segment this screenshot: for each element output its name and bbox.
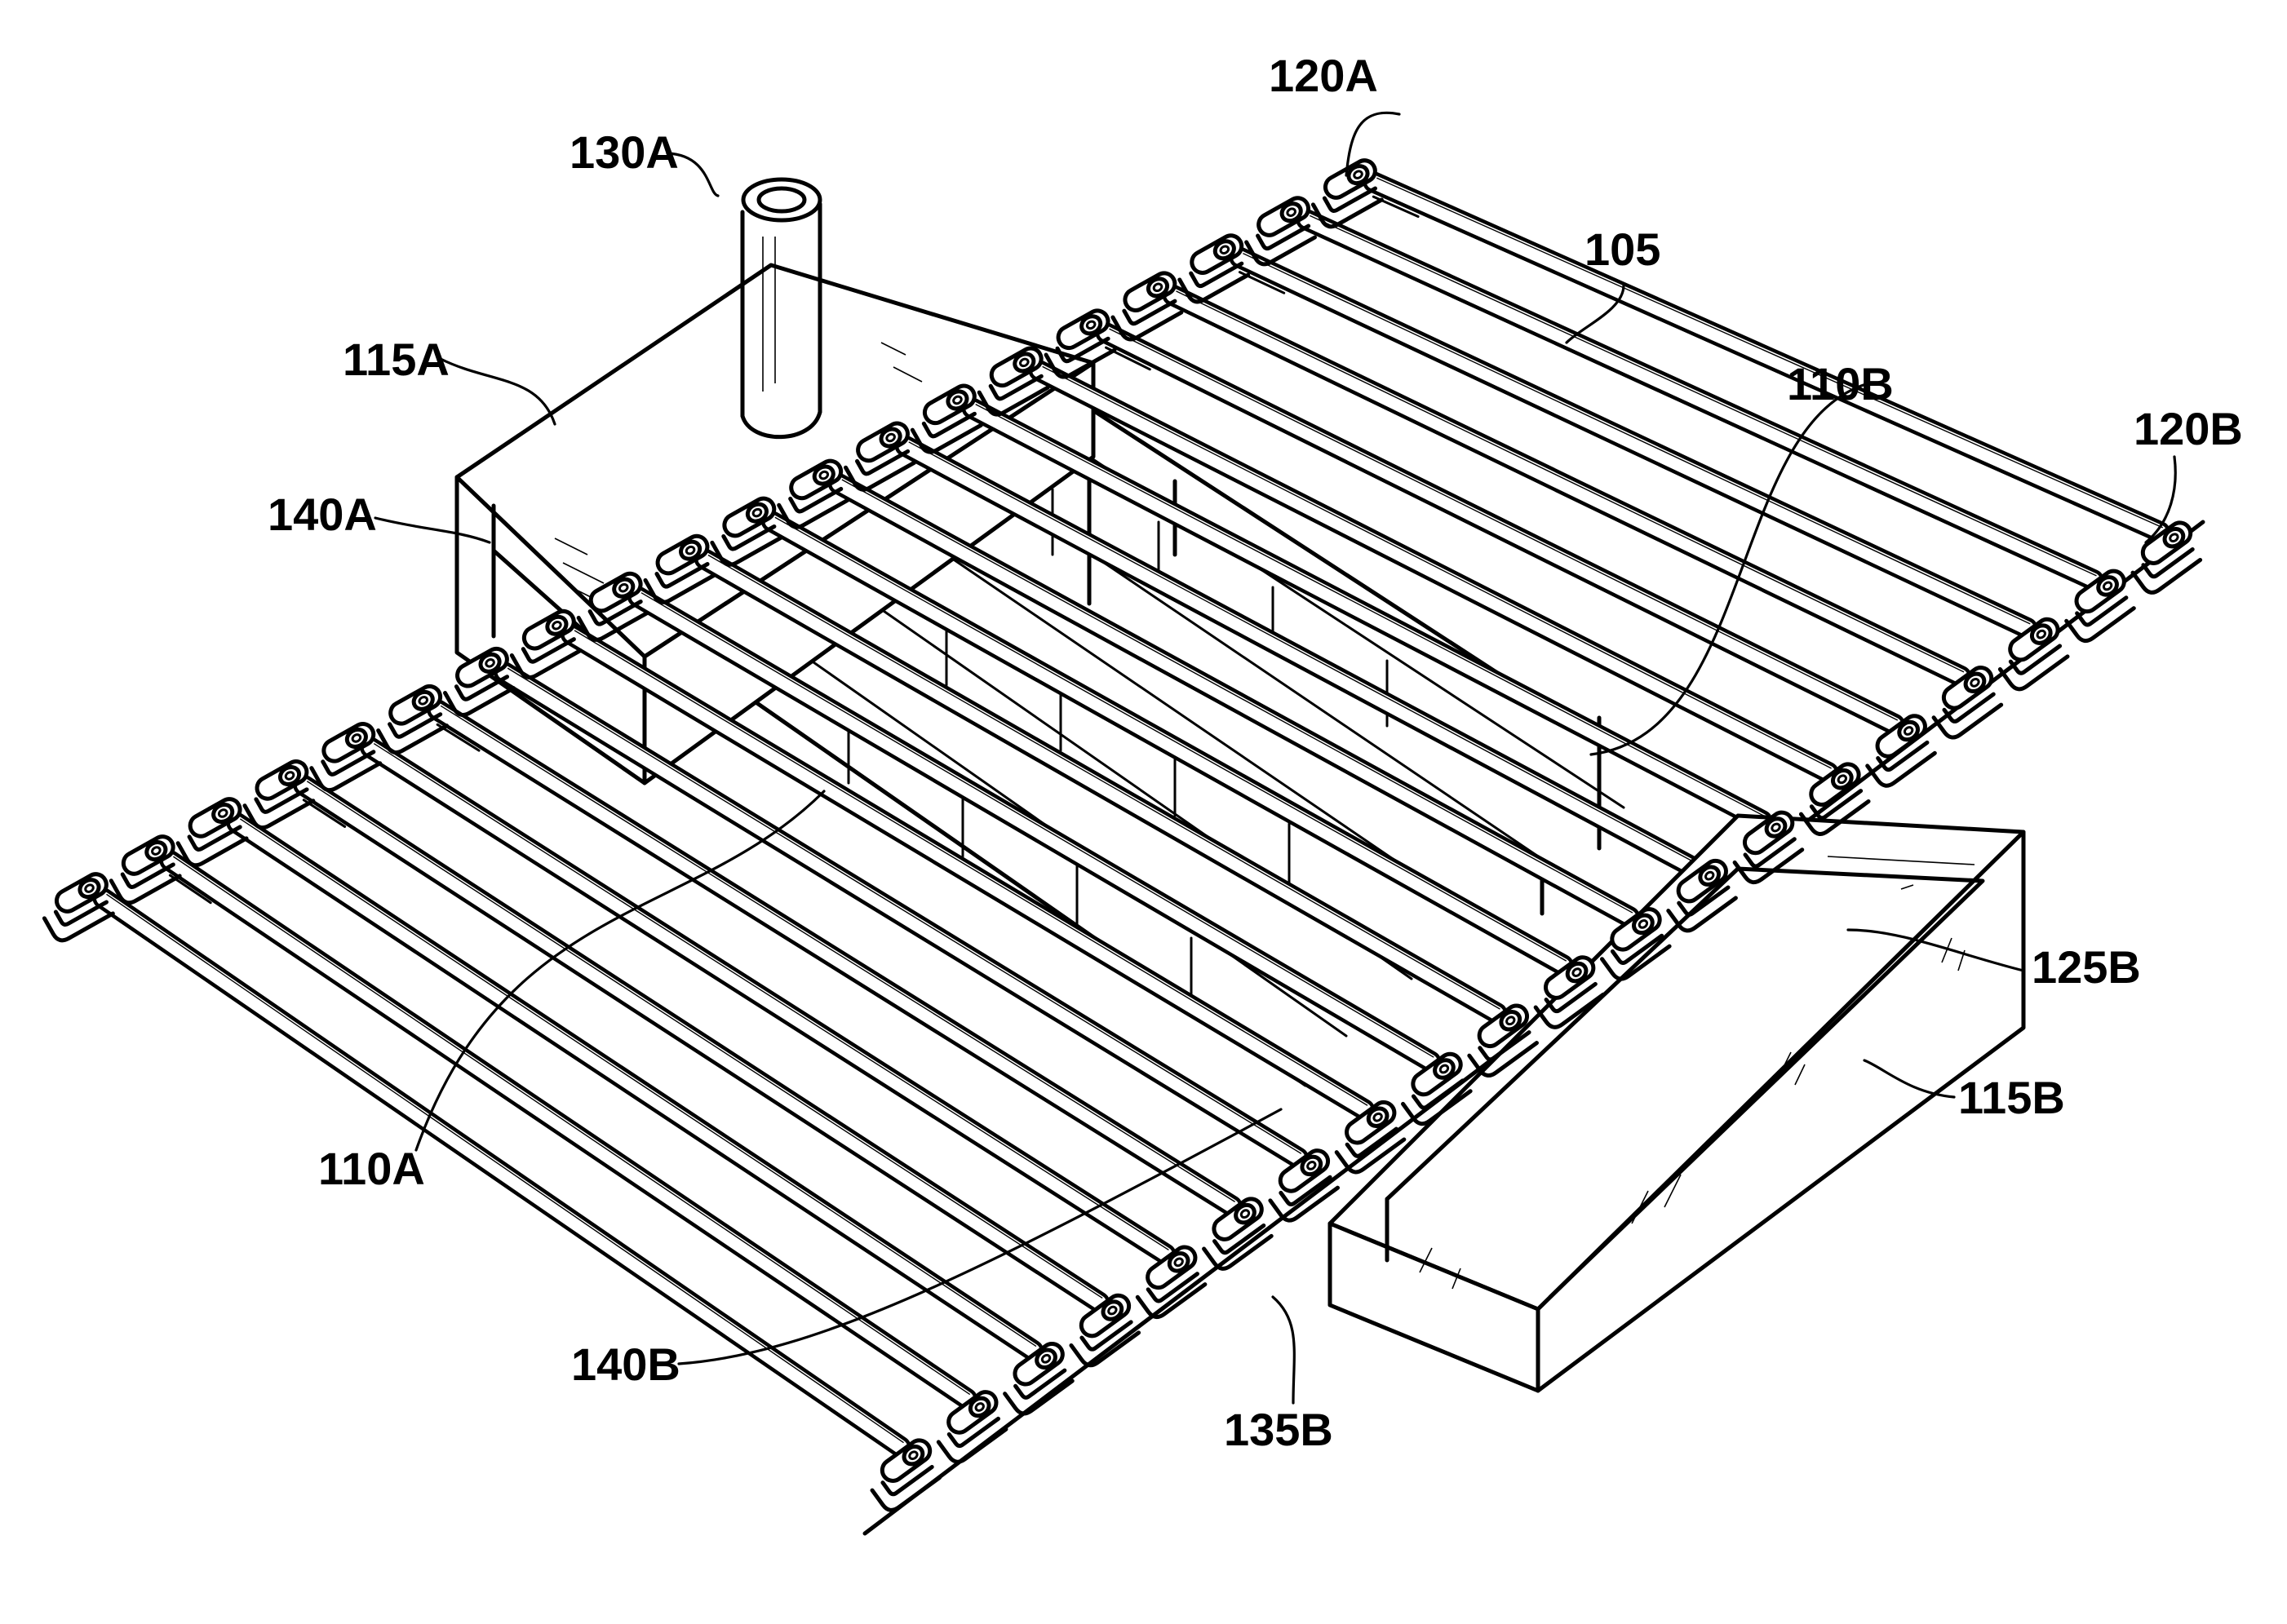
label-120a: 120A	[1269, 50, 1378, 101]
label-110a: 110A	[318, 1143, 425, 1194]
rod-highlight	[173, 856, 969, 1394]
rod-body	[1172, 295, 1961, 676]
label-120b: 120B	[2134, 403, 2243, 454]
label-140a: 140A	[268, 489, 377, 540]
label-105: 105	[1585, 223, 1660, 275]
rod-body	[1373, 182, 2159, 532]
label-125b: 125B	[2032, 941, 2141, 993]
label-110b: 110B	[1787, 358, 1894, 409]
rod-body	[1239, 258, 2027, 628]
chain-link	[1195, 1195, 1279, 1272]
rod-highlight	[1376, 178, 2162, 528]
chain-link	[863, 1436, 947, 1514]
label-140b: 140B	[571, 1339, 680, 1390]
label-115a: 115A	[343, 334, 450, 385]
label-115b: 115B	[1958, 1072, 2065, 1123]
rod-body	[1306, 219, 2093, 580]
rod-highlight	[1310, 215, 2096, 576]
rod-highlight	[106, 894, 903, 1442]
label-130a: 130A	[570, 126, 679, 178]
label-135b: 135B	[1224, 1404, 1333, 1455]
chain-link	[930, 1388, 1014, 1466]
chain-link	[1261, 1146, 1345, 1224]
